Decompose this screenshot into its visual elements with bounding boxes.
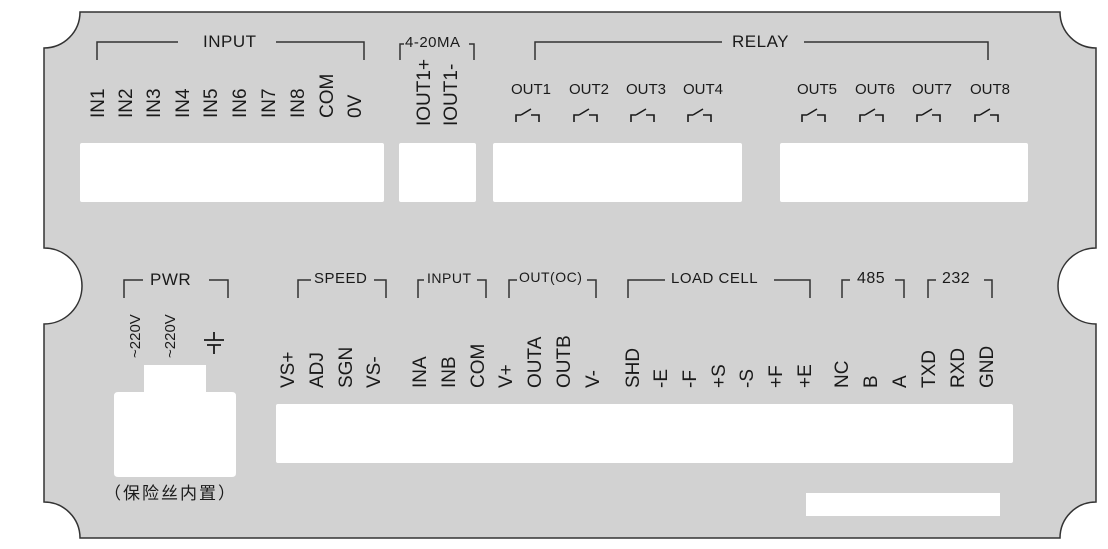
bracket-speed-left (297, 279, 311, 298)
bracket-outoc-left (508, 279, 517, 298)
pin-label-shd: SHD (623, 347, 644, 388)
pin-label-in2: IN2 (116, 88, 137, 118)
relay-contact-icon (630, 108, 655, 122)
pin-label-220v-1: ~220V (127, 314, 144, 358)
pin-label-iout1-minus: IOUT1- (441, 63, 462, 126)
relay-label-out6: OUT6 (855, 81, 896, 98)
pin-label-outb: OUTB (554, 335, 575, 388)
bracket-analog-right (469, 43, 475, 60)
pin-label-in5: IN5 (201, 88, 222, 118)
pin-label-minus-s: -S (737, 369, 758, 388)
pin-label-iout1-plus: IOUT1+ (414, 58, 435, 126)
ground-icon (204, 332, 224, 354)
pin-label-com: COM (317, 73, 338, 118)
bracket-top-input-left (96, 41, 178, 60)
pin-label-txd: TXD (919, 350, 940, 388)
relay-contact-icon (515, 108, 540, 122)
pin-label-nc: NC (832, 360, 853, 388)
relay-label-out4: OUT4 (683, 81, 724, 98)
pin-label-plus-s: +S (709, 364, 730, 388)
relay-label-out3: OUT3 (626, 81, 667, 98)
bracket-loadcell-right (774, 279, 811, 298)
fuse-note: （保险丝内置） (104, 484, 237, 503)
bracket-pwr-left (123, 279, 143, 298)
out-oc-title: OUT(OC) (519, 269, 583, 285)
pin-label-sgn: SGN (336, 346, 357, 388)
pwr-title: PWR (150, 270, 192, 289)
bracket-relay-right (804, 41, 989, 60)
relay-label-out5: OUT5 (797, 81, 838, 98)
pin-label-in7: IN7 (259, 88, 280, 118)
pin-label-adj: ADJ (307, 352, 328, 388)
pin-label-b: B (861, 375, 882, 388)
analog-output-title: 4-20MA (405, 34, 461, 51)
pin-label-in1: IN1 (88, 88, 109, 118)
bracket-232-left (927, 279, 936, 298)
load-cell-title: LOAD CELL (671, 270, 759, 287)
speed-title: SPEED (314, 270, 368, 287)
pin-label-plus-e: +E (795, 364, 816, 388)
rs485-title: 485 (857, 270, 886, 287)
relay-label-out8: OUT8 (970, 81, 1011, 98)
bracket-bottom-input-right (477, 279, 487, 298)
terminal-block-input (80, 143, 384, 202)
bracket-485-right (895, 279, 905, 298)
relay-label-out7: OUT7 (912, 81, 953, 98)
relay-contact-icon (859, 108, 884, 122)
relay-label-out1: OUT1 (511, 81, 552, 98)
pin-label-v-minus: V- (583, 370, 604, 388)
pin-label-minus-e: -E (651, 369, 672, 388)
terminal-block-relay-5-8 (780, 143, 1028, 202)
pin-label-inb: INB (439, 356, 460, 388)
pin-label-in6: IN6 (230, 88, 251, 118)
pin-label-com-bottom: COM (468, 343, 489, 388)
relay-label-out2: OUT2 (569, 81, 610, 98)
top-input-title: INPUT (203, 32, 257, 51)
pin-label-outa: OUTA (525, 336, 546, 388)
relay-contact-icon (974, 108, 999, 122)
pin-label-vs-minus: VS- (364, 356, 385, 388)
bracket-232-right (984, 279, 993, 298)
bracket-loadcell-left (627, 279, 665, 298)
label-plate (806, 493, 1000, 516)
pin-label-a: A (890, 375, 911, 388)
bracket-485-left (841, 279, 850, 298)
bracket-speed-right (374, 279, 387, 298)
bracket-relay-left (534, 41, 722, 60)
bracket-bottom-input-left (417, 279, 424, 298)
pin-label-in3: IN3 (144, 88, 165, 118)
bracket-pwr-right (209, 279, 229, 298)
pin-label-gnd: GND (977, 345, 998, 388)
pin-label-220v-2: ~220V (162, 314, 179, 358)
relay-contact-icon (916, 108, 941, 122)
pin-label-rxd: RXD (948, 347, 969, 388)
relay-contact-icon (687, 108, 712, 122)
bracket-outoc-right (587, 279, 597, 298)
terminal-block-relay-1-4 (493, 143, 742, 202)
relay-contact-icon (573, 108, 598, 122)
terminal-block-analog (399, 143, 476, 202)
pin-label-in4: IN4 (173, 88, 194, 118)
pin-label-v-plus: V+ (496, 364, 517, 388)
pin-label-in8: IN8 (288, 88, 309, 118)
terminal-block-bottom (276, 404, 1013, 463)
relay-contact-icon (801, 108, 826, 122)
bottom-input-title: INPUT (427, 270, 472, 286)
pin-label-ina: INA (410, 356, 431, 388)
pin-label-minus-f: -F (680, 370, 701, 388)
rs232-title: 232 (942, 270, 971, 287)
power-connector-slot (114, 365, 236, 477)
pin-label-0v: 0V (345, 94, 366, 118)
pin-label-vs-plus: VS+ (278, 351, 299, 388)
bracket-top-input-right (276, 41, 365, 60)
pin-label-plus-f: +F (766, 365, 787, 388)
bracket-analog-left (399, 43, 404, 60)
relay-title: RELAY (732, 32, 789, 51)
